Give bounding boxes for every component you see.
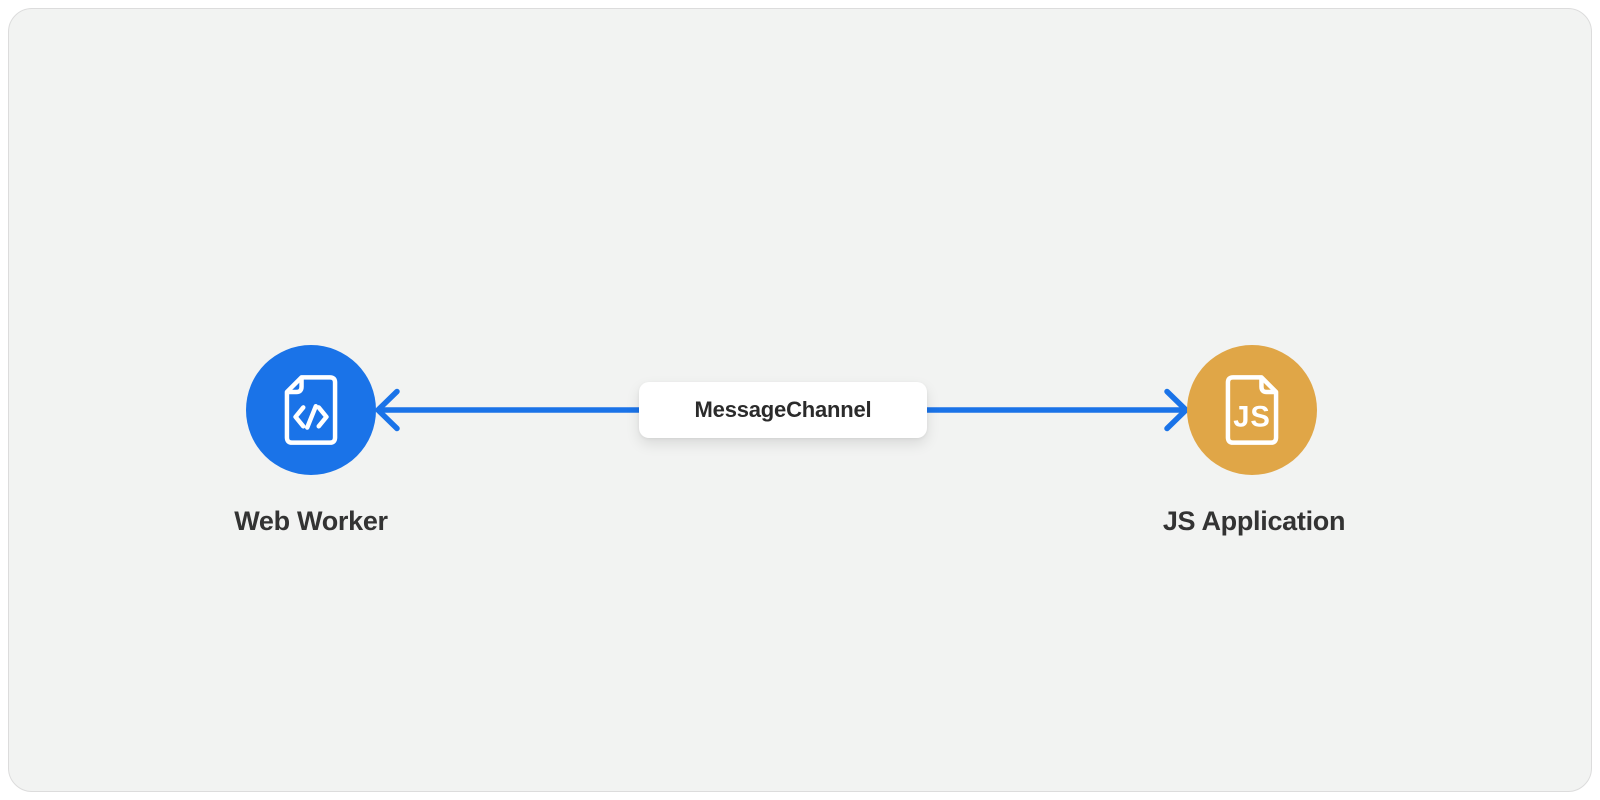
js-application-circle: JS	[1187, 345, 1317, 475]
js-file-icon: JS	[1225, 375, 1279, 445]
connector-label: MessageChannel	[639, 382, 927, 438]
arrowhead-left-icon	[375, 388, 400, 432]
arrowhead-right-icon	[1164, 388, 1189, 432]
web-worker-circle	[246, 345, 376, 475]
connector-label-text: MessageChannel	[694, 397, 872, 422]
node-label-web-worker: Web Worker	[234, 506, 388, 536]
node-label-js-application: JS Application	[1162, 506, 1346, 536]
diagram-canvas: Web Worker JS JS Application MessageChan…	[8, 8, 1592, 792]
code-file-icon	[284, 375, 338, 445]
js-icon-text: JS	[1233, 401, 1270, 433]
